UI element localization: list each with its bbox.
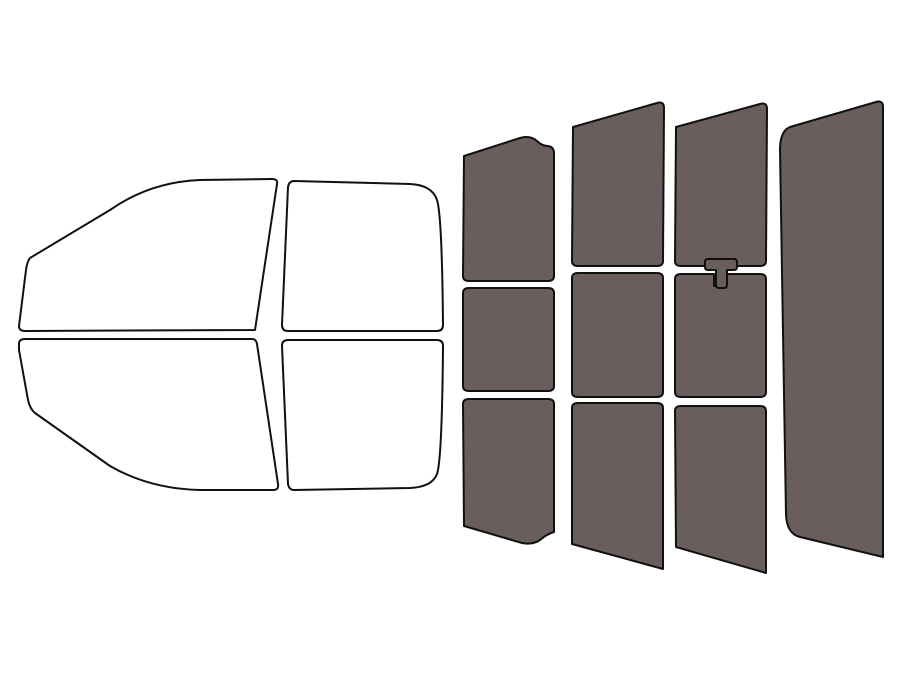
rear-windshield[interactable] <box>779 100 884 558</box>
rear-quarter-window-a-bottom[interactable] <box>571 402 664 570</box>
rear-door-window-left-top[interactable] <box>462 136 555 282</box>
driver-front-window-upper[interactable] <box>18 178 279 332</box>
rear-windows-group <box>462 100 884 574</box>
rear-quarter-window-b-middle[interactable] <box>674 273 767 398</box>
passenger-front-window-upper[interactable] <box>281 180 444 332</box>
driver-front-window-lower[interactable] <box>18 338 280 491</box>
third-brake-light-tab[interactable] <box>704 258 738 289</box>
rear-door-window-left-bottom[interactable] <box>462 398 555 545</box>
rear-quarter-window-a-top[interactable] <box>571 101 665 267</box>
rear-quarter-window-b-bottom[interactable] <box>674 405 767 574</box>
passenger-front-window-lower[interactable] <box>281 339 444 491</box>
front-windows-group <box>18 178 444 491</box>
rear-quarter-window-b-top[interactable] <box>674 102 768 267</box>
rear-quarter-window-a-middle[interactable] <box>571 272 664 398</box>
rear-door-window-left-middle[interactable] <box>462 287 555 392</box>
